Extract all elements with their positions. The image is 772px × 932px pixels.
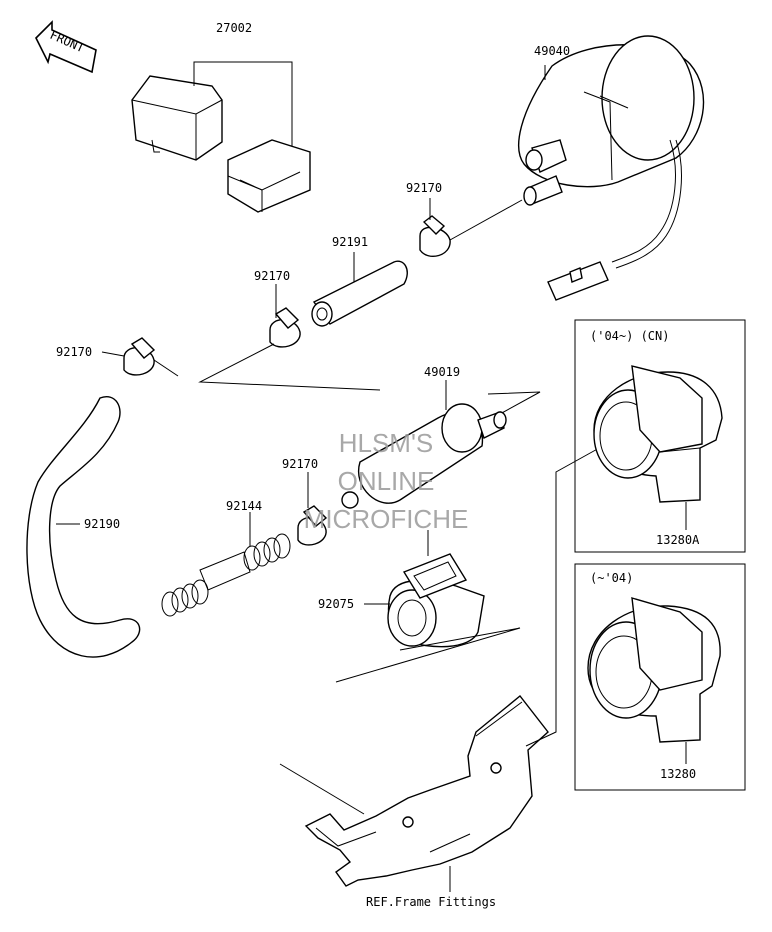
fuel-pump-49040[interactable] (518, 35, 705, 301)
label-92170-a: 92170 (406, 181, 442, 195)
clamp-92170-c[interactable] (123, 337, 156, 376)
clamp-92170-a[interactable] (419, 215, 451, 258)
label-49040: 49040 (534, 44, 570, 58)
guide-line-3 (487, 391, 541, 415)
ref-frame-fittings-label: REF.Frame Fittings (366, 895, 496, 909)
label-92170-c: 92170 (56, 345, 92, 359)
hose-92191[interactable] (311, 260, 408, 327)
inset-cn-title: ('04~) (CN) (590, 329, 669, 343)
spring-92144[interactable] (161, 533, 291, 617)
inset-box-cn (574, 319, 746, 553)
watermark-line2: ONLINE (338, 466, 435, 496)
line-pump-clamp (449, 199, 523, 241)
watermark-line1: HLSM'S (339, 428, 434, 458)
clamp-92170-b[interactable] (269, 307, 301, 348)
fuel-filter-49019[interactable] (341, 403, 507, 509)
leader-27002 (193, 61, 293, 146)
label-92170-d: 92170 (282, 457, 318, 471)
label-92075: 92075 (318, 597, 354, 611)
label-92191: 92191 (332, 235, 368, 249)
clamp-13280[interactable] (587, 597, 721, 743)
guide-line-5 (279, 763, 365, 815)
hose-92190[interactable] (26, 396, 141, 658)
watermark-line3: MICROFICHE (304, 504, 469, 534)
guide-line-2 (198, 343, 381, 391)
label-92190: 92190 (84, 517, 120, 531)
leader-92170-c (101, 351, 125, 357)
frame-bracket[interactable] (304, 695, 549, 887)
watermark: HLSM'S ONLINE MICROFICHE (304, 428, 469, 534)
relay-27002[interactable] (131, 75, 311, 213)
label-49019: 49019 (424, 365, 460, 379)
holder-92075[interactable] (387, 553, 485, 648)
guide-line-6 (525, 441, 611, 747)
guide-line-1 (153, 359, 179, 377)
label-13280: 13280 (660, 767, 696, 781)
label-92144: 92144 (226, 499, 262, 513)
guide-line-4 (335, 627, 521, 683)
inset-box-pre04 (574, 563, 746, 791)
clamp-13280A[interactable] (593, 365, 723, 503)
inset-pre04-title: (~'04) (590, 571, 633, 585)
clamp-92170-d[interactable] (297, 505, 328, 546)
label-27002: 27002 (216, 21, 252, 35)
label-92170-b: 92170 (254, 269, 290, 283)
label-13280A: 13280A (656, 533, 700, 547)
front-arrow-badge: FRONT (35, 20, 97, 74)
